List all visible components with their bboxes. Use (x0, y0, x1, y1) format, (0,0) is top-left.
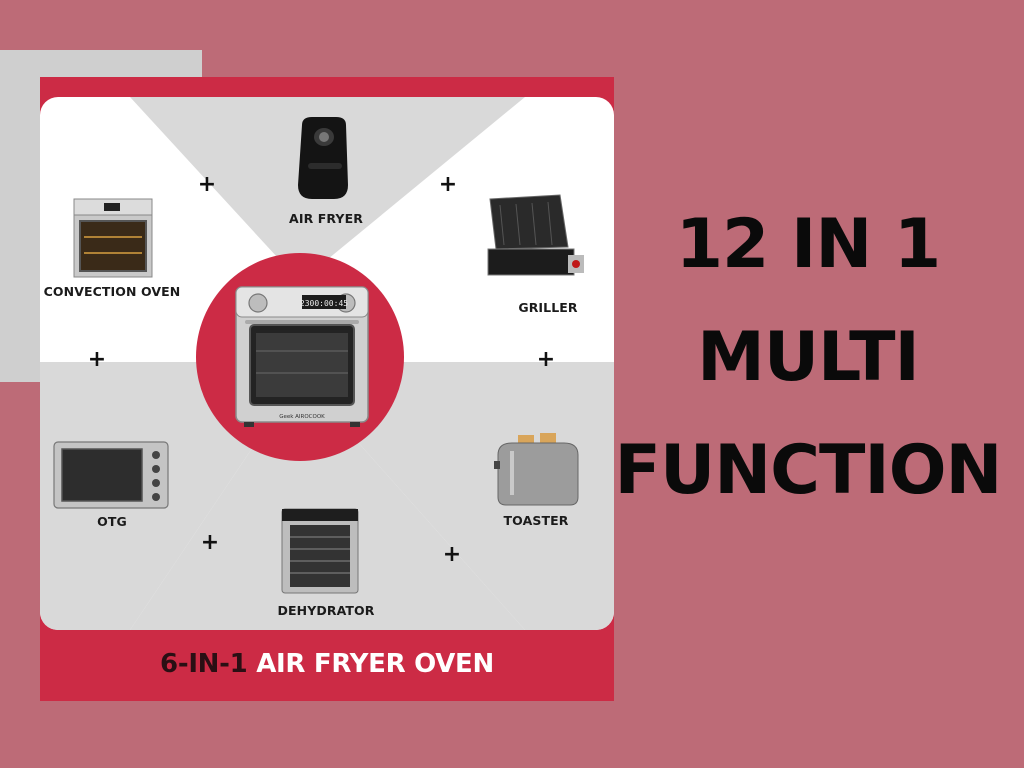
label-otg: OTG (97, 514, 127, 529)
headline: 12 IN 1 MULTI FUNCTION (598, 188, 1018, 527)
toaster-image (494, 433, 579, 506)
convection-oven-image (73, 198, 153, 278)
air-fryer-image (298, 117, 348, 199)
dehydrator-image (281, 508, 359, 594)
label-toaster: TOASTER (503, 513, 569, 528)
banner-title: 6-IN-1 AIR FRYER OVEN (40, 649, 614, 679)
griller-image (487, 194, 584, 276)
headline-line-3: FUNCTION (614, 431, 1003, 510)
product-poster: 2300:00:45 Geek AIROCOOK (40, 77, 614, 701)
label-dehydrator: DEHYDRATOR (277, 603, 375, 618)
otg-image (53, 441, 169, 509)
banner-title-part2: AIR FRYER OVEN (256, 649, 494, 679)
plus-sign: + (438, 172, 458, 197)
plus-sign: + (442, 542, 462, 567)
label-convection-oven: CONVECTION OVEN (43, 284, 181, 299)
plus-sign: + (536, 347, 556, 372)
headline-line-1: 12 IN 1 (675, 205, 942, 284)
plus-sign: + (87, 347, 107, 372)
plus-sign: + (197, 172, 217, 197)
label-air-fryer: AIR FRYER (289, 211, 363, 226)
poster-background: 2300:00:45 Geek AIROCOOK (40, 77, 614, 701)
oven-display-text: 2300:00:45 (300, 299, 348, 308)
label-griller: GRILLER (518, 300, 578, 315)
headline-line-2: MULTI (697, 318, 920, 397)
plus-sign: + (200, 530, 220, 555)
banner-title-part1: 6-IN-1 (160, 649, 248, 679)
oven-brand-text: Geek AIROCOOK (279, 414, 325, 420)
center-oven-image (235, 286, 369, 427)
